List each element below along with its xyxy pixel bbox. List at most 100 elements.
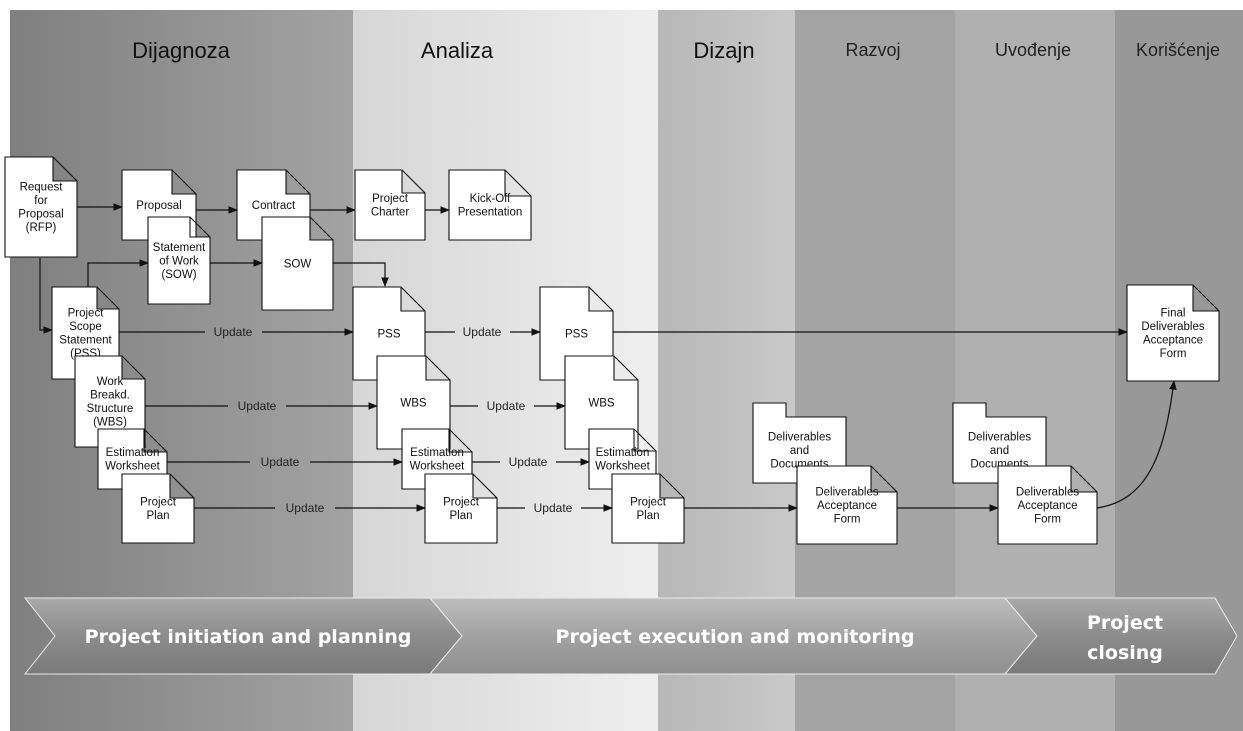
document-label-line: Charter: [371, 207, 410, 219]
document-label-line: Acceptance: [1017, 500, 1077, 512]
phase-dizajn: Dizajn: [693, 38, 754, 63]
page-shape: [4, 156, 78, 258]
document-label-line: WBS: [588, 397, 615, 409]
phase-uvodjenje: Uvođenje: [995, 40, 1071, 60]
stage-closing-label-line2: closing: [1087, 642, 1163, 664]
document-label-line: Proposal: [136, 200, 181, 212]
stage-initiation-label: Project initiation and planning: [85, 626, 412, 648]
document-wbs-2: WBS: [376, 355, 451, 450]
folder-shape: [752, 402, 847, 484]
update-label: Update: [463, 325, 502, 339]
update-labels: Update Update Update Update Update Updat…: [214, 325, 573, 515]
document-label-line: Contract: [252, 200, 296, 212]
document-label-line: of Work: [159, 255, 199, 267]
document-label-line: for: [34, 195, 48, 207]
document-label-line: Estimation: [596, 447, 650, 459]
page-shape: [611, 473, 685, 544]
document-label-line: Worksheet: [105, 461, 161, 473]
document-label-line: Deliverables: [968, 431, 1032, 443]
document-label-line: Project: [443, 497, 480, 509]
stage-bar: Project initiation and planning Project …: [23, 597, 1238, 675]
folder-shape: [952, 402, 1047, 484]
page-shape: [261, 216, 334, 311]
page-shape: [796, 465, 898, 545]
document-label-line: PSS: [377, 328, 400, 340]
phase-koriscenje: Korišćenje: [1136, 40, 1220, 60]
document-label-line: Plan: [146, 510, 169, 522]
connectors: [39, 203, 1177, 512]
phase-dijagnoza: Dijagnoza: [132, 38, 231, 63]
document-label-line: Form: [1160, 348, 1187, 360]
page-shape: [147, 216, 211, 305]
document-label-line: (WBS): [93, 417, 127, 429]
document-label-line: Statement: [59, 335, 112, 347]
phase-analiza: Analiza: [421, 38, 494, 63]
update-label: Update: [261, 455, 300, 469]
document-label-line: WBS: [400, 397, 427, 409]
document-label-line: Form: [834, 513, 861, 525]
document-label-line: Plan: [636, 510, 659, 522]
update-label: Update: [238, 399, 277, 413]
document-label-line: Deliverables: [768, 431, 832, 443]
document-label-line: Deliverables: [1141, 321, 1205, 333]
document-label-line: (SOW): [161, 269, 196, 281]
document-label-line: Structure: [87, 403, 134, 415]
document-label-line: Acceptance: [1143, 335, 1203, 347]
document-label-line: Estimation: [106, 447, 160, 459]
document-label-line: Breakd.: [90, 390, 130, 402]
document-label-line: and: [990, 445, 1009, 457]
document-label-line: Project: [68, 308, 105, 320]
document-wbs-3: WBS: [564, 355, 639, 450]
stage-execution-label: Project execution and monitoring: [556, 626, 915, 648]
chevron-closing: [1003, 597, 1238, 675]
document-label-line: Work: [97, 376, 124, 388]
arrow-sow-pss2: [333, 262, 389, 287]
phase-razvoj: Razvoj: [845, 40, 900, 60]
update-label: Update: [487, 399, 526, 413]
page-shape: [121, 473, 195, 544]
document-label-line: Request: [20, 182, 64, 194]
document-label-line: Scope: [69, 321, 102, 333]
page-shape: [74, 355, 146, 448]
document-label-line: Proposal: [18, 209, 63, 221]
document-sow: SOW: [261, 216, 334, 311]
document-label-line: and: [790, 445, 809, 457]
arrow-acceptance2-final: [1096, 380, 1177, 509]
page-shape: [354, 169, 426, 241]
document-label-line: Worksheet: [410, 461, 466, 473]
arrow-rfp-pss: [39, 258, 53, 334]
document-label-line: Acceptance: [817, 500, 877, 512]
page-shape: [997, 465, 1098, 545]
page-shape: [448, 169, 532, 241]
update-label: Update: [286, 501, 325, 515]
document-label-line: Estimation: [410, 447, 464, 459]
document-label-line: Statement: [153, 242, 206, 254]
page-shape: [376, 355, 451, 450]
page-shape: [424, 473, 498, 544]
document-label-line: Project: [372, 193, 409, 205]
document-label-line: (RFP): [26, 222, 57, 234]
document-label-line: PSS: [565, 328, 588, 340]
document-label-line: Final: [1161, 308, 1186, 320]
update-label: Update: [534, 501, 573, 515]
document-label-line: Project: [630, 497, 667, 509]
document-label-line: Plan: [449, 510, 472, 522]
document-label-line: Form: [1034, 513, 1061, 525]
update-label: Update: [509, 455, 548, 469]
document-label-line: Kick-Off: [470, 193, 511, 205]
